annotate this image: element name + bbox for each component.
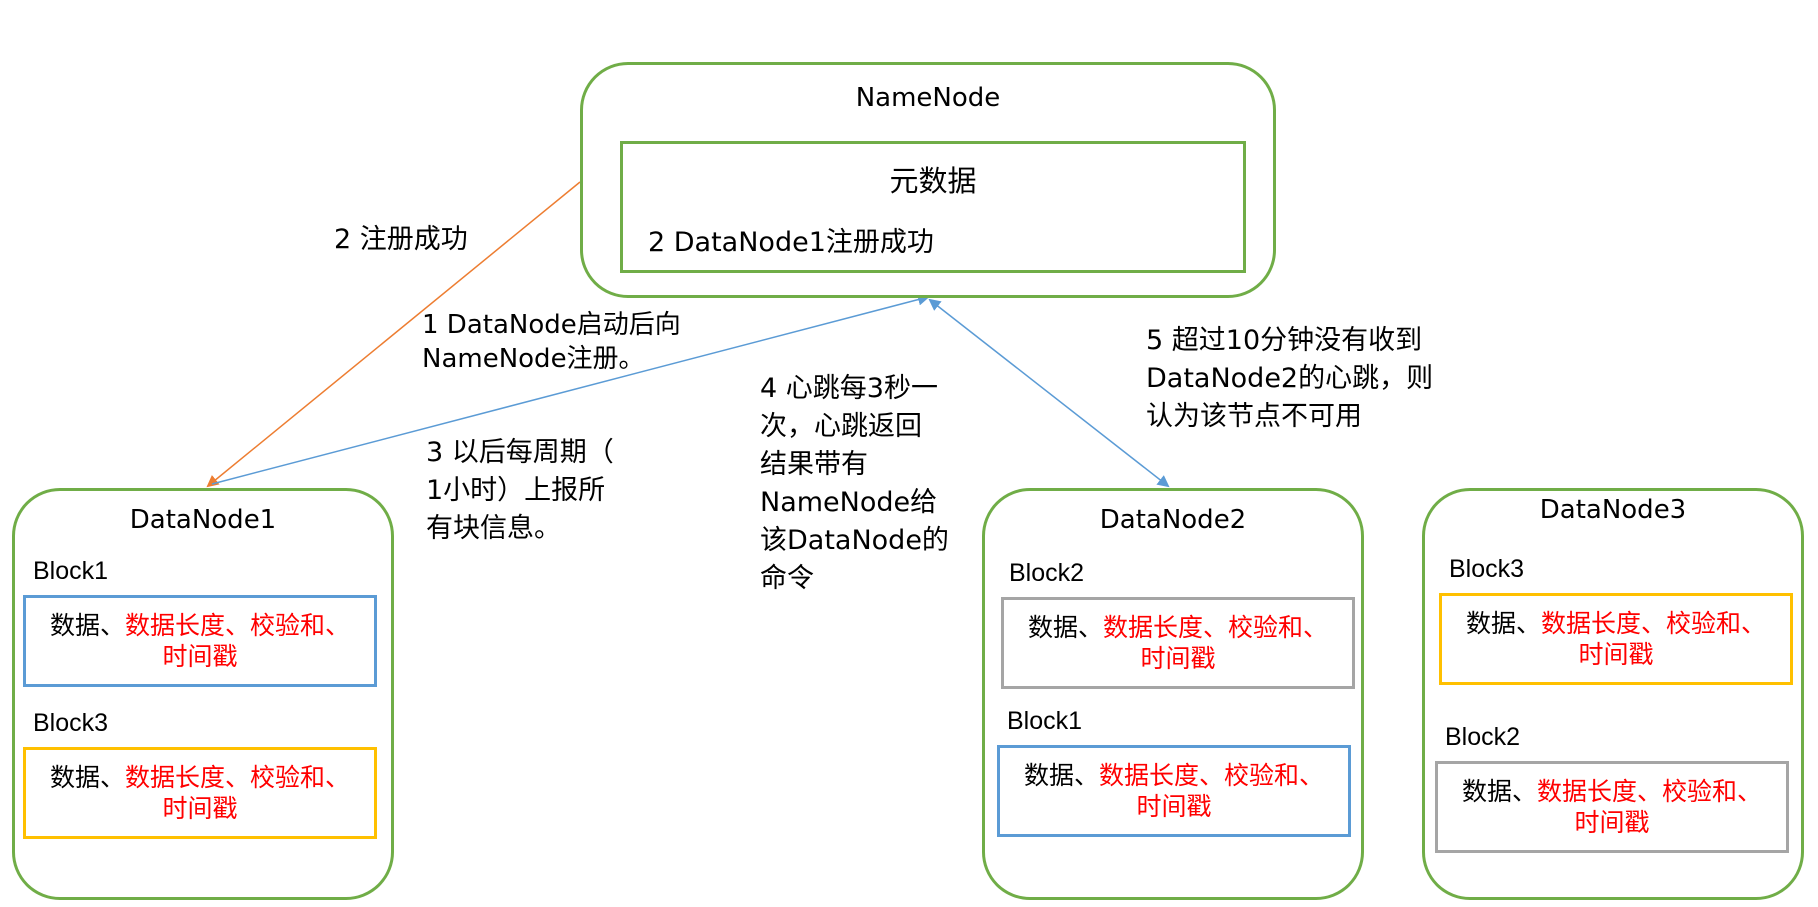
datanode1-block1-label: Block1	[33, 557, 109, 585]
register-request-arrow	[211, 293, 930, 485]
datanode3-block2-label: Block2	[1445, 723, 1521, 751]
block-timestamp-text: 时间戳	[1140, 644, 1216, 673]
register-success-arrow	[206, 181, 581, 488]
datanode2-block1-label: Block1	[1007, 707, 1083, 735]
metadata-box: 元数据 2 DataNode1注册成功	[620, 141, 1246, 273]
heartbeat-line1: 4 心跳每3秒一	[760, 373, 938, 404]
register-success-label: 2 注册成功	[334, 224, 468, 255]
heartbeat-label: 4 心跳每3秒一 次，心跳返回 结果带有 NameNode给 该DataNode…	[760, 370, 949, 598]
timeout-line1: 5 超过10分钟没有收到	[1146, 325, 1423, 356]
periodic-report-line2: 1小时）上报所	[426, 475, 606, 506]
timeout-line2: DataNode2的心跳，则	[1146, 363, 1434, 394]
block-meta-text: 数据长度、校验和、	[125, 611, 351, 640]
datanode3-title: DataNode3	[1539, 495, 1687, 525]
datanode1-title: DataNode1	[129, 505, 277, 535]
datanode2-block2-label: Block2	[1009, 559, 1085, 587]
datanode1-block3-box: 数据、数据长度、校验和、 时间戳	[23, 747, 377, 839]
block-data-text: 数据、	[49, 763, 125, 792]
periodic-report-line3: 有块信息。	[426, 513, 561, 544]
block-meta-text: 数据长度、校验和、	[1099, 761, 1325, 790]
datanode1-box: DataNode1 Block1 数据、数据长度、校验和、 时间戳 Block3…	[12, 488, 394, 900]
startup-register-line2: NameNode注册。	[422, 344, 645, 374]
block-meta-text: 数据长度、校验和、	[1541, 609, 1767, 638]
periodic-report-label: 3 以后每周期（ 1小时）上报所 有块信息。	[426, 434, 614, 548]
periodic-report-line1: 3 以后每周期（	[426, 437, 614, 468]
datanode1-block3-label: Block3	[33, 709, 109, 737]
datanode3-block3-box: 数据、数据长度、校验和、 时间戳	[1439, 593, 1793, 685]
heartbeat-arrow	[928, 298, 1170, 488]
heartbeat-line5: 该DataNode的	[760, 525, 949, 556]
timeout-line3: 认为该节点不可用	[1146, 401, 1362, 432]
block-data-text: 数据、	[49, 611, 125, 640]
block-timestamp-text: 时间戳	[162, 642, 238, 671]
block-meta-text: 数据长度、校验和、	[1103, 613, 1329, 642]
datanode3-block3-label: Block3	[1449, 555, 1525, 583]
block-timestamp-text: 时间戳	[1574, 808, 1650, 837]
timeout-label: 5 超过10分钟没有收到 DataNode2的心跳，则 认为该节点不可用	[1146, 322, 1433, 436]
block-timestamp-text: 时间戳	[1136, 792, 1212, 821]
block-data-text: 数据、	[1023, 761, 1099, 790]
startup-register-line1: 1 DataNode启动后向	[422, 310, 681, 340]
datanode3-block2-box: 数据、数据长度、校验和、 时间戳	[1435, 761, 1789, 853]
heartbeat-line3: 结果带有	[760, 449, 868, 480]
block-timestamp-text: 时间戳	[1578, 640, 1654, 669]
startup-register-label: 1 DataNode启动后向 NameNode注册。	[422, 308, 681, 376]
datanode1-block1-box: 数据、数据长度、校验和、 时间戳	[23, 595, 377, 687]
datanode2-title: DataNode2	[1099, 505, 1247, 535]
metadata-entry: 2 DataNode1注册成功	[648, 227, 934, 258]
heartbeat-line4: NameNode给	[760, 487, 938, 518]
heartbeat-line2: 次，心跳返回	[760, 411, 922, 442]
namenode-title: NameNode	[855, 83, 1001, 113]
datanode2-block1-box: 数据、数据长度、校验和、 时间戳	[997, 745, 1351, 837]
metadata-title: 元数据	[889, 164, 977, 198]
block-timestamp-text: 时间戳	[162, 794, 238, 823]
datanode2-box: DataNode2 Block2 数据、数据长度、校验和、 时间戳 Block1…	[982, 488, 1364, 900]
datanode3-box: DataNode3 Block3 数据、数据长度、校验和、 时间戳 Block2…	[1422, 488, 1804, 900]
block-meta-text: 数据长度、校验和、	[1537, 777, 1763, 806]
heartbeat-line6: 命令	[760, 563, 814, 594]
block-meta-text: 数据长度、校验和、	[125, 763, 351, 792]
block-data-text: 数据、	[1027, 613, 1103, 642]
datanode2-block2-box: 数据、数据长度、校验和、 时间戳	[1001, 597, 1355, 689]
namenode-box: NameNode 元数据 2 DataNode1注册成功	[580, 62, 1276, 298]
block-data-text: 数据、	[1465, 609, 1541, 638]
block-data-text: 数据、	[1461, 777, 1537, 806]
